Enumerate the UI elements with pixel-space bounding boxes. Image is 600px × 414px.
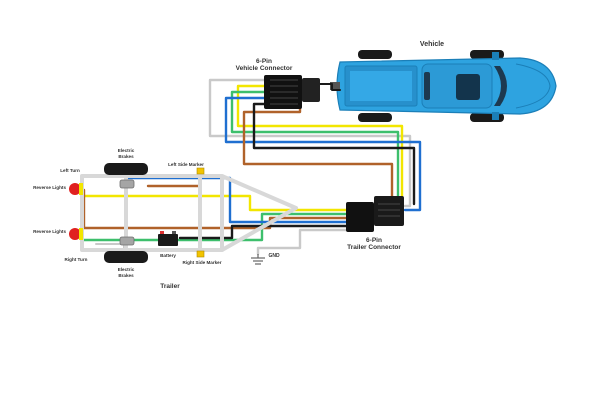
- left-side-marker: [196, 167, 205, 175]
- vehicle-connector: [264, 75, 320, 109]
- left-reverse-lamp: [79, 183, 83, 195]
- battery-icon: [158, 231, 178, 246]
- reverse-lights-right-label: Reverse Lights: [33, 229, 66, 234]
- right-side-marker-label: Right Side Marker: [182, 260, 221, 265]
- right-reverse-lamp: [79, 228, 83, 240]
- trailer-connector-label-2: Trailer Connector: [347, 244, 401, 251]
- electric-brake-top: [119, 179, 135, 189]
- wire-yellow-vehicle: [236, 84, 404, 202]
- wire-white-vehicle: [208, 78, 412, 208]
- vehicle-connector-label-2: Vehicle Connector: [236, 65, 293, 72]
- vehicle-label: Vehicle: [420, 41, 444, 48]
- left-side-marker-label: Left Side Marker: [168, 162, 204, 167]
- reverse-lights-left-label: Reverse Lights: [33, 185, 66, 190]
- left-turn-lamp: [69, 183, 81, 195]
- electric-brake-bottom: [119, 236, 135, 246]
- truck-tire-rear-bottom: [358, 113, 392, 122]
- wire-brown-vehicle: [242, 96, 394, 202]
- trailer-bed-outline: [80, 174, 224, 252]
- gnd-label: GND: [268, 253, 280, 259]
- trailer-wheel-top: [104, 163, 148, 175]
- truck-hood: [515, 63, 551, 109]
- truck-sunroof: [456, 74, 480, 100]
- wire-black-vehicle: [252, 102, 416, 206]
- electric-brakes-bottom-label-1: Electric: [118, 267, 135, 272]
- right-side-marker: [196, 250, 205, 258]
- truck-rear-window: [424, 72, 430, 100]
- vehicle-connector-label-1: 6-Pin: [256, 58, 272, 65]
- trailer-tongue: [221, 174, 298, 252]
- truck-mirror-top: [492, 52, 499, 60]
- left-turn-label: Left Turn: [60, 168, 80, 173]
- wire-blue-vehicle: [224, 96, 422, 212]
- wire-black-trailer: [178, 224, 350, 240]
- right-turn-lamp: [69, 228, 81, 240]
- electric-brakes-top-label-1: Electric: [118, 148, 135, 153]
- truck-mirror-bottom: [492, 112, 499, 120]
- trailer-wheel-bottom: [104, 251, 148, 263]
- wire-yellow-trailer: [82, 194, 350, 212]
- trailer-connector-label-1: 6-Pin: [366, 237, 382, 244]
- ground-icon: [251, 254, 265, 265]
- truck-tire-rear-top: [358, 50, 392, 59]
- truck-hitch: [330, 82, 340, 90]
- right-turn-label: Right Turn: [65, 257, 88, 262]
- electric-brakes-bottom-label-2: Brakes: [118, 273, 134, 278]
- truck-windshield: [494, 66, 507, 106]
- wire-green-vehicle: [230, 90, 400, 204]
- trailer-label: Trailer: [160, 283, 180, 290]
- truck: [330, 50, 557, 122]
- electric-brakes-top-label-2: Brakes: [118, 154, 134, 159]
- wire-white-trailer: [256, 228, 350, 256]
- trailer-connector: [346, 196, 404, 232]
- truck-bed-inner: [350, 71, 412, 101]
- wire-bundle-to-truck: [317, 83, 341, 91]
- battery-label: Battery: [160, 253, 176, 258]
